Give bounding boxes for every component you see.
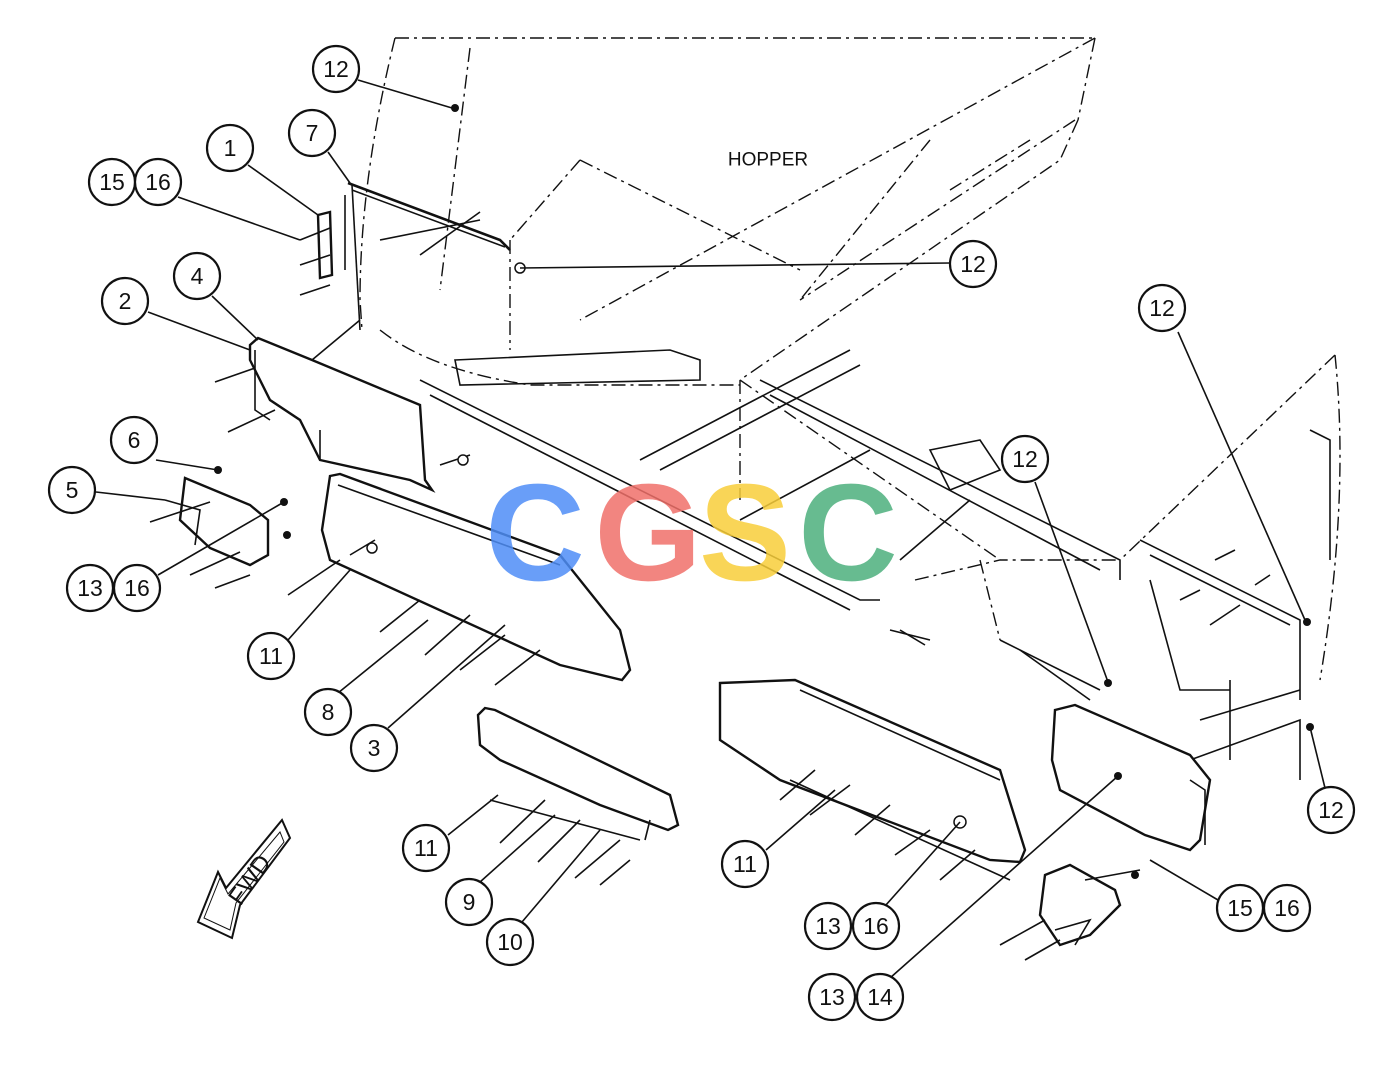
callout-8[interactable]: 8 (303, 687, 353, 737)
callout-2[interactable]: 2 (100, 276, 150, 326)
callout-4[interactable]: 4 (172, 251, 222, 301)
callout-10[interactable]: 10 (485, 917, 535, 967)
callout-7[interactable]: 7 (287, 108, 337, 158)
callout-number: 12 (1318, 797, 1344, 823)
rear-panel-right (1050, 703, 1212, 852)
callout-number: 3 (368, 735, 381, 761)
callout-12-top[interactable]: 12 (311, 44, 361, 94)
callout-number: 12 (1012, 446, 1038, 472)
callout-16-left-lower[interactable]: 16 (112, 563, 162, 613)
callout-16-right[interactable]: 16 (1262, 883, 1312, 933)
callout-13-left[interactable]: 13 (65, 563, 115, 613)
callout-3[interactable]: 3 (349, 723, 399, 773)
callout-13-right-lower[interactable]: 13 (807, 972, 857, 1022)
callout-number: 13 (77, 575, 103, 601)
callout-number: 6 (128, 427, 141, 453)
callout-15-right[interactable]: 15 (1215, 883, 1265, 933)
hopper-outline (359, 37, 1341, 681)
callout-16-left[interactable]: 16 (133, 157, 183, 207)
upper-rail (347, 181, 511, 256)
callout-1[interactable]: 1 (205, 123, 255, 173)
callout-13-right-upper[interactable]: 13 (803, 901, 853, 951)
hopper-label: HOPPER (728, 150, 808, 171)
callouts: 12 7 1 15 16 12 4 2 12 6 5 12 13 16 11 8… (47, 44, 1356, 1022)
callout-number: 10 (497, 929, 523, 955)
callout-12-right-bottom[interactable]: 12 (1306, 785, 1356, 835)
callout-5[interactable]: 5 (47, 465, 97, 515)
callout-number: 9 (463, 889, 476, 915)
end-plate-part-5-6 (164, 476, 270, 567)
callout-number: 12 (1149, 295, 1175, 321)
callout-12-right-top[interactable]: 12 (1137, 283, 1187, 333)
callout-6[interactable]: 6 (109, 415, 159, 465)
lower-sheet-part-9-10 (476, 706, 680, 841)
callout-12-right-mid[interactable]: 12 (1000, 434, 1050, 484)
small-plate-right (1038, 863, 1122, 947)
leader-lines (95, 79, 1326, 979)
callout-number: 16 (145, 169, 171, 195)
callout-number: 4 (191, 263, 204, 289)
callout-number: 11 (259, 643, 283, 669)
side-sheet-part-3 (320, 472, 632, 682)
callout-number: 15 (1227, 895, 1253, 921)
callout-number: 16 (1274, 895, 1300, 921)
callout-11-left[interactable]: 11 (246, 631, 296, 681)
watermark-letter-1: C (485, 456, 585, 610)
fwd-arrow: FWD (196, 818, 292, 940)
callout-number: 16 (124, 575, 150, 601)
callout-16-right-upper[interactable]: 16 (851, 901, 901, 951)
watermark-letter-2: G (594, 456, 701, 610)
watermark-letter-3: S (699, 456, 791, 610)
callout-9[interactable]: 9 (444, 877, 494, 927)
callout-number: 2 (119, 288, 132, 314)
callout-number: 11 (733, 851, 757, 877)
callout-15-left[interactable]: 15 (87, 157, 137, 207)
callout-number: 15 (99, 169, 125, 195)
callout-12-hopper[interactable]: 12 (948, 239, 998, 289)
callout-11-right[interactable]: 11 (720, 839, 770, 889)
callout-11-middle[interactable]: 11 (401, 823, 451, 873)
callout-14[interactable]: 14 (855, 972, 905, 1022)
callout-number: 13 (815, 913, 841, 939)
callout-number: 5 (66, 477, 79, 503)
callout-number: 7 (306, 120, 319, 146)
watermark-letter-4: C (798, 456, 898, 610)
callout-number: 12 (960, 251, 986, 277)
watermark: C G S C (485, 456, 898, 610)
callout-number: 14 (867, 984, 893, 1010)
callout-number: 11 (414, 835, 438, 861)
side-panel-part-2-4 (248, 319, 436, 493)
callout-number: 13 (819, 984, 845, 1010)
callout-number: 12 (323, 56, 349, 82)
callout-number: 16 (863, 913, 889, 939)
callout-number: 1 (224, 135, 237, 161)
side-sheet-right (718, 678, 1027, 881)
frame-rails (419, 349, 1331, 780)
callout-number: 8 (322, 699, 335, 725)
